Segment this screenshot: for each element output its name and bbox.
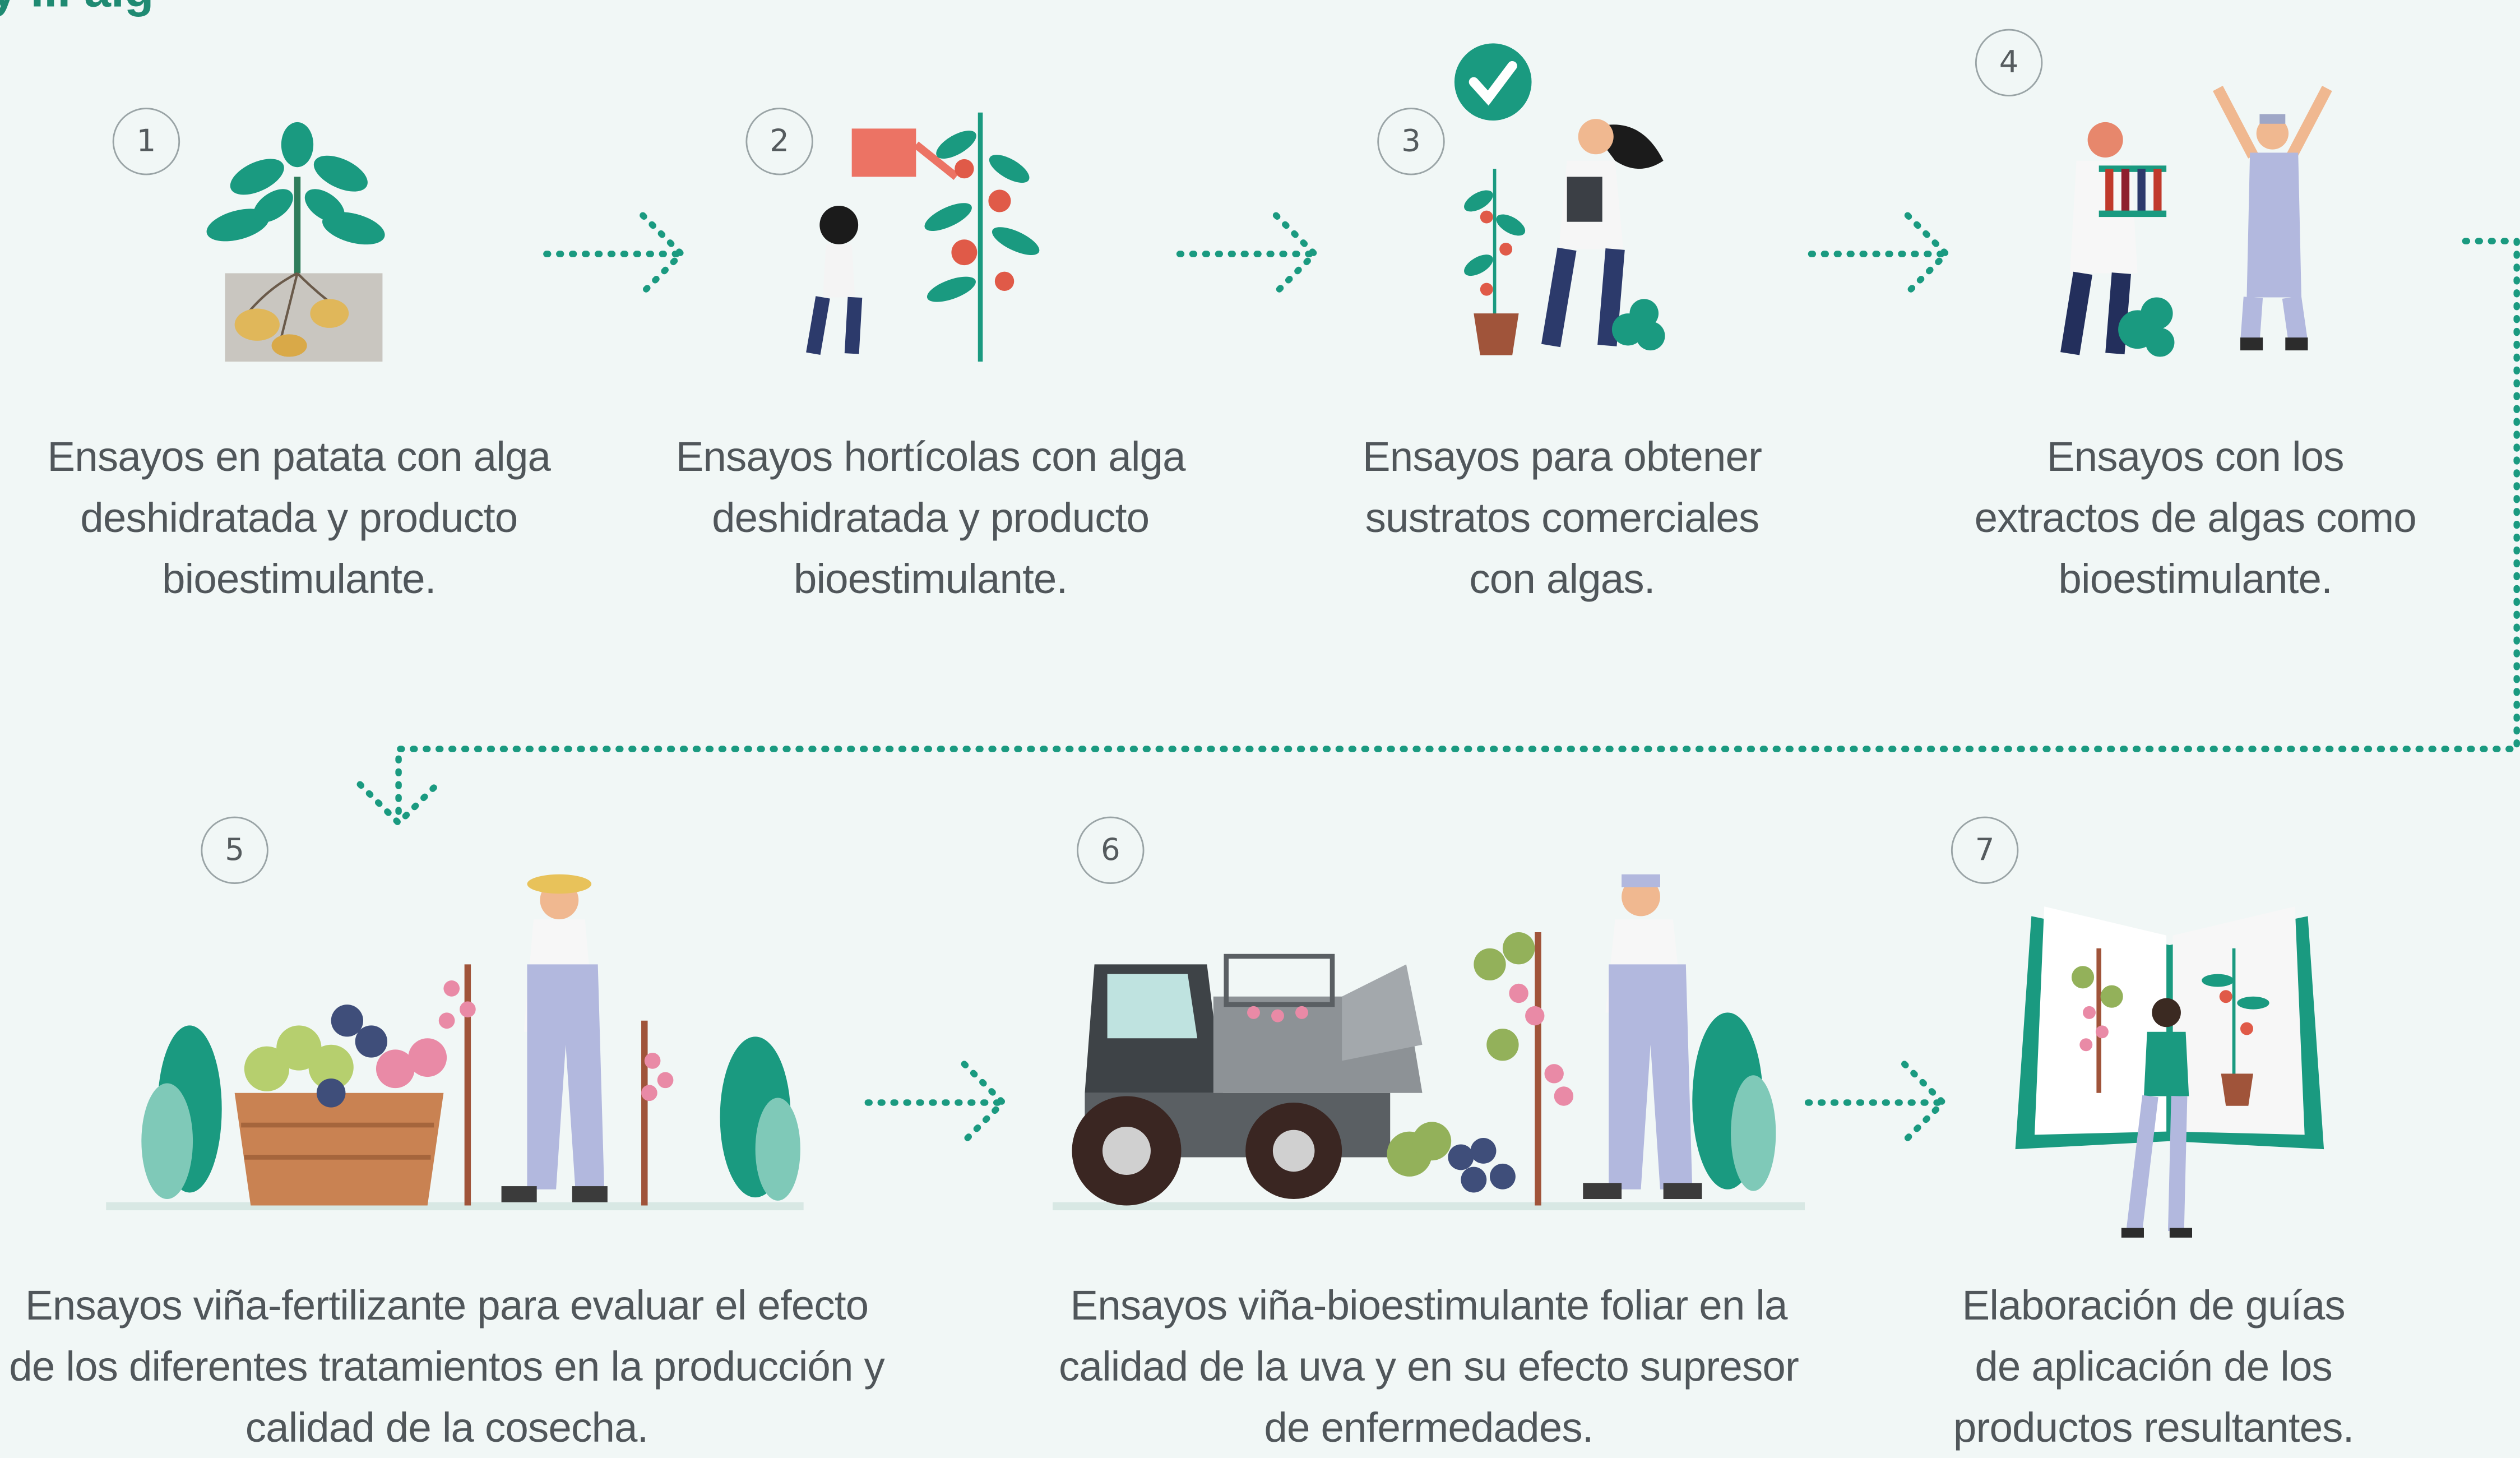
step-7-badge: 7 (1951, 816, 2019, 885)
researcher-checkmark-icon (1438, 40, 1696, 362)
page-title: y ... alg (0, 0, 154, 19)
arrow-2-to-3 (1176, 209, 1324, 299)
grape-harvest-icon (106, 868, 807, 1221)
step-1-badge: 1 (112, 108, 180, 175)
arrow-4-to-5 (356, 238, 2520, 828)
step-3-badge: 3 (1377, 108, 1445, 175)
harvester-tractor-icon (1053, 868, 1808, 1221)
step-6-caption: Ensayos viña-bioestimulante foliar en la… (1059, 1281, 1799, 1452)
arrow-3-to-4 (1808, 209, 1956, 299)
step-6-badge: 6 (1077, 816, 1145, 885)
arrow-6-to-7 (1804, 1058, 1953, 1148)
watering-tomato-plant-icon (804, 96, 1061, 369)
step-4-badge: 4 (1975, 29, 2043, 97)
guide-book-icon (2009, 900, 2330, 1254)
lab-test-tubes-icon (2041, 86, 2362, 362)
arrow-5-to-6 (864, 1058, 1013, 1148)
arrow-1-to-2 (543, 209, 691, 299)
step-5-badge: 5 (201, 816, 268, 885)
step-2-badge: 2 (745, 108, 813, 175)
step-5-caption: Ensayos viña-fertilizante para evaluar e… (9, 1281, 884, 1452)
potato-plant-icon (193, 113, 402, 370)
